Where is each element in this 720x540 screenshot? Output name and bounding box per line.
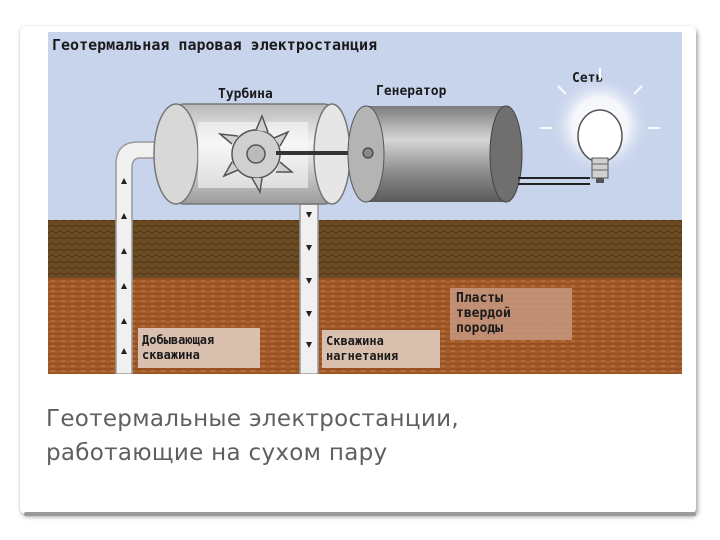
production-well-label: Добывающая скважина xyxy=(138,328,260,368)
injection-well-label: Скважина нагнетания xyxy=(322,330,440,368)
diagram-title: Геотермальная паровая электростанция xyxy=(52,36,377,54)
slide-bottom-bar xyxy=(24,512,696,516)
production-well-line1: Добывающая xyxy=(142,333,214,347)
generator-label: Генератор xyxy=(376,84,447,99)
production-flow-arrows xyxy=(121,147,162,354)
injection-well-line2: нагнетания xyxy=(326,349,398,363)
rock-label-line1: Пласты xyxy=(456,291,503,306)
light-bulb-icon xyxy=(540,68,660,183)
injection-well-line1: Скважина xyxy=(326,334,384,348)
turbine-rotor xyxy=(217,113,295,195)
injection-flow-arrows xyxy=(306,212,312,348)
turbine-shaft xyxy=(276,151,370,155)
injection-well-pipe xyxy=(299,203,319,374)
geothermal-diagram: Геотермальная паровая электростанция Тур… xyxy=(48,32,682,374)
turbine-label: Турбина xyxy=(218,87,273,102)
rock-label-line3: породы xyxy=(456,321,503,336)
production-well-line2: скважина xyxy=(142,348,200,362)
generator xyxy=(347,105,523,203)
caption-line1: Геотермальные электростанции, xyxy=(46,406,459,432)
caption-line2: работающие на сухом пару xyxy=(46,440,388,466)
power-wires xyxy=(518,177,590,185)
slide-caption: Геотермальные электростанции, работающие… xyxy=(46,402,606,470)
soil-layer xyxy=(48,220,682,280)
rock-strata-label: Пласты твердой породы xyxy=(450,288,572,340)
rock-label-line2: твердой xyxy=(456,306,511,321)
